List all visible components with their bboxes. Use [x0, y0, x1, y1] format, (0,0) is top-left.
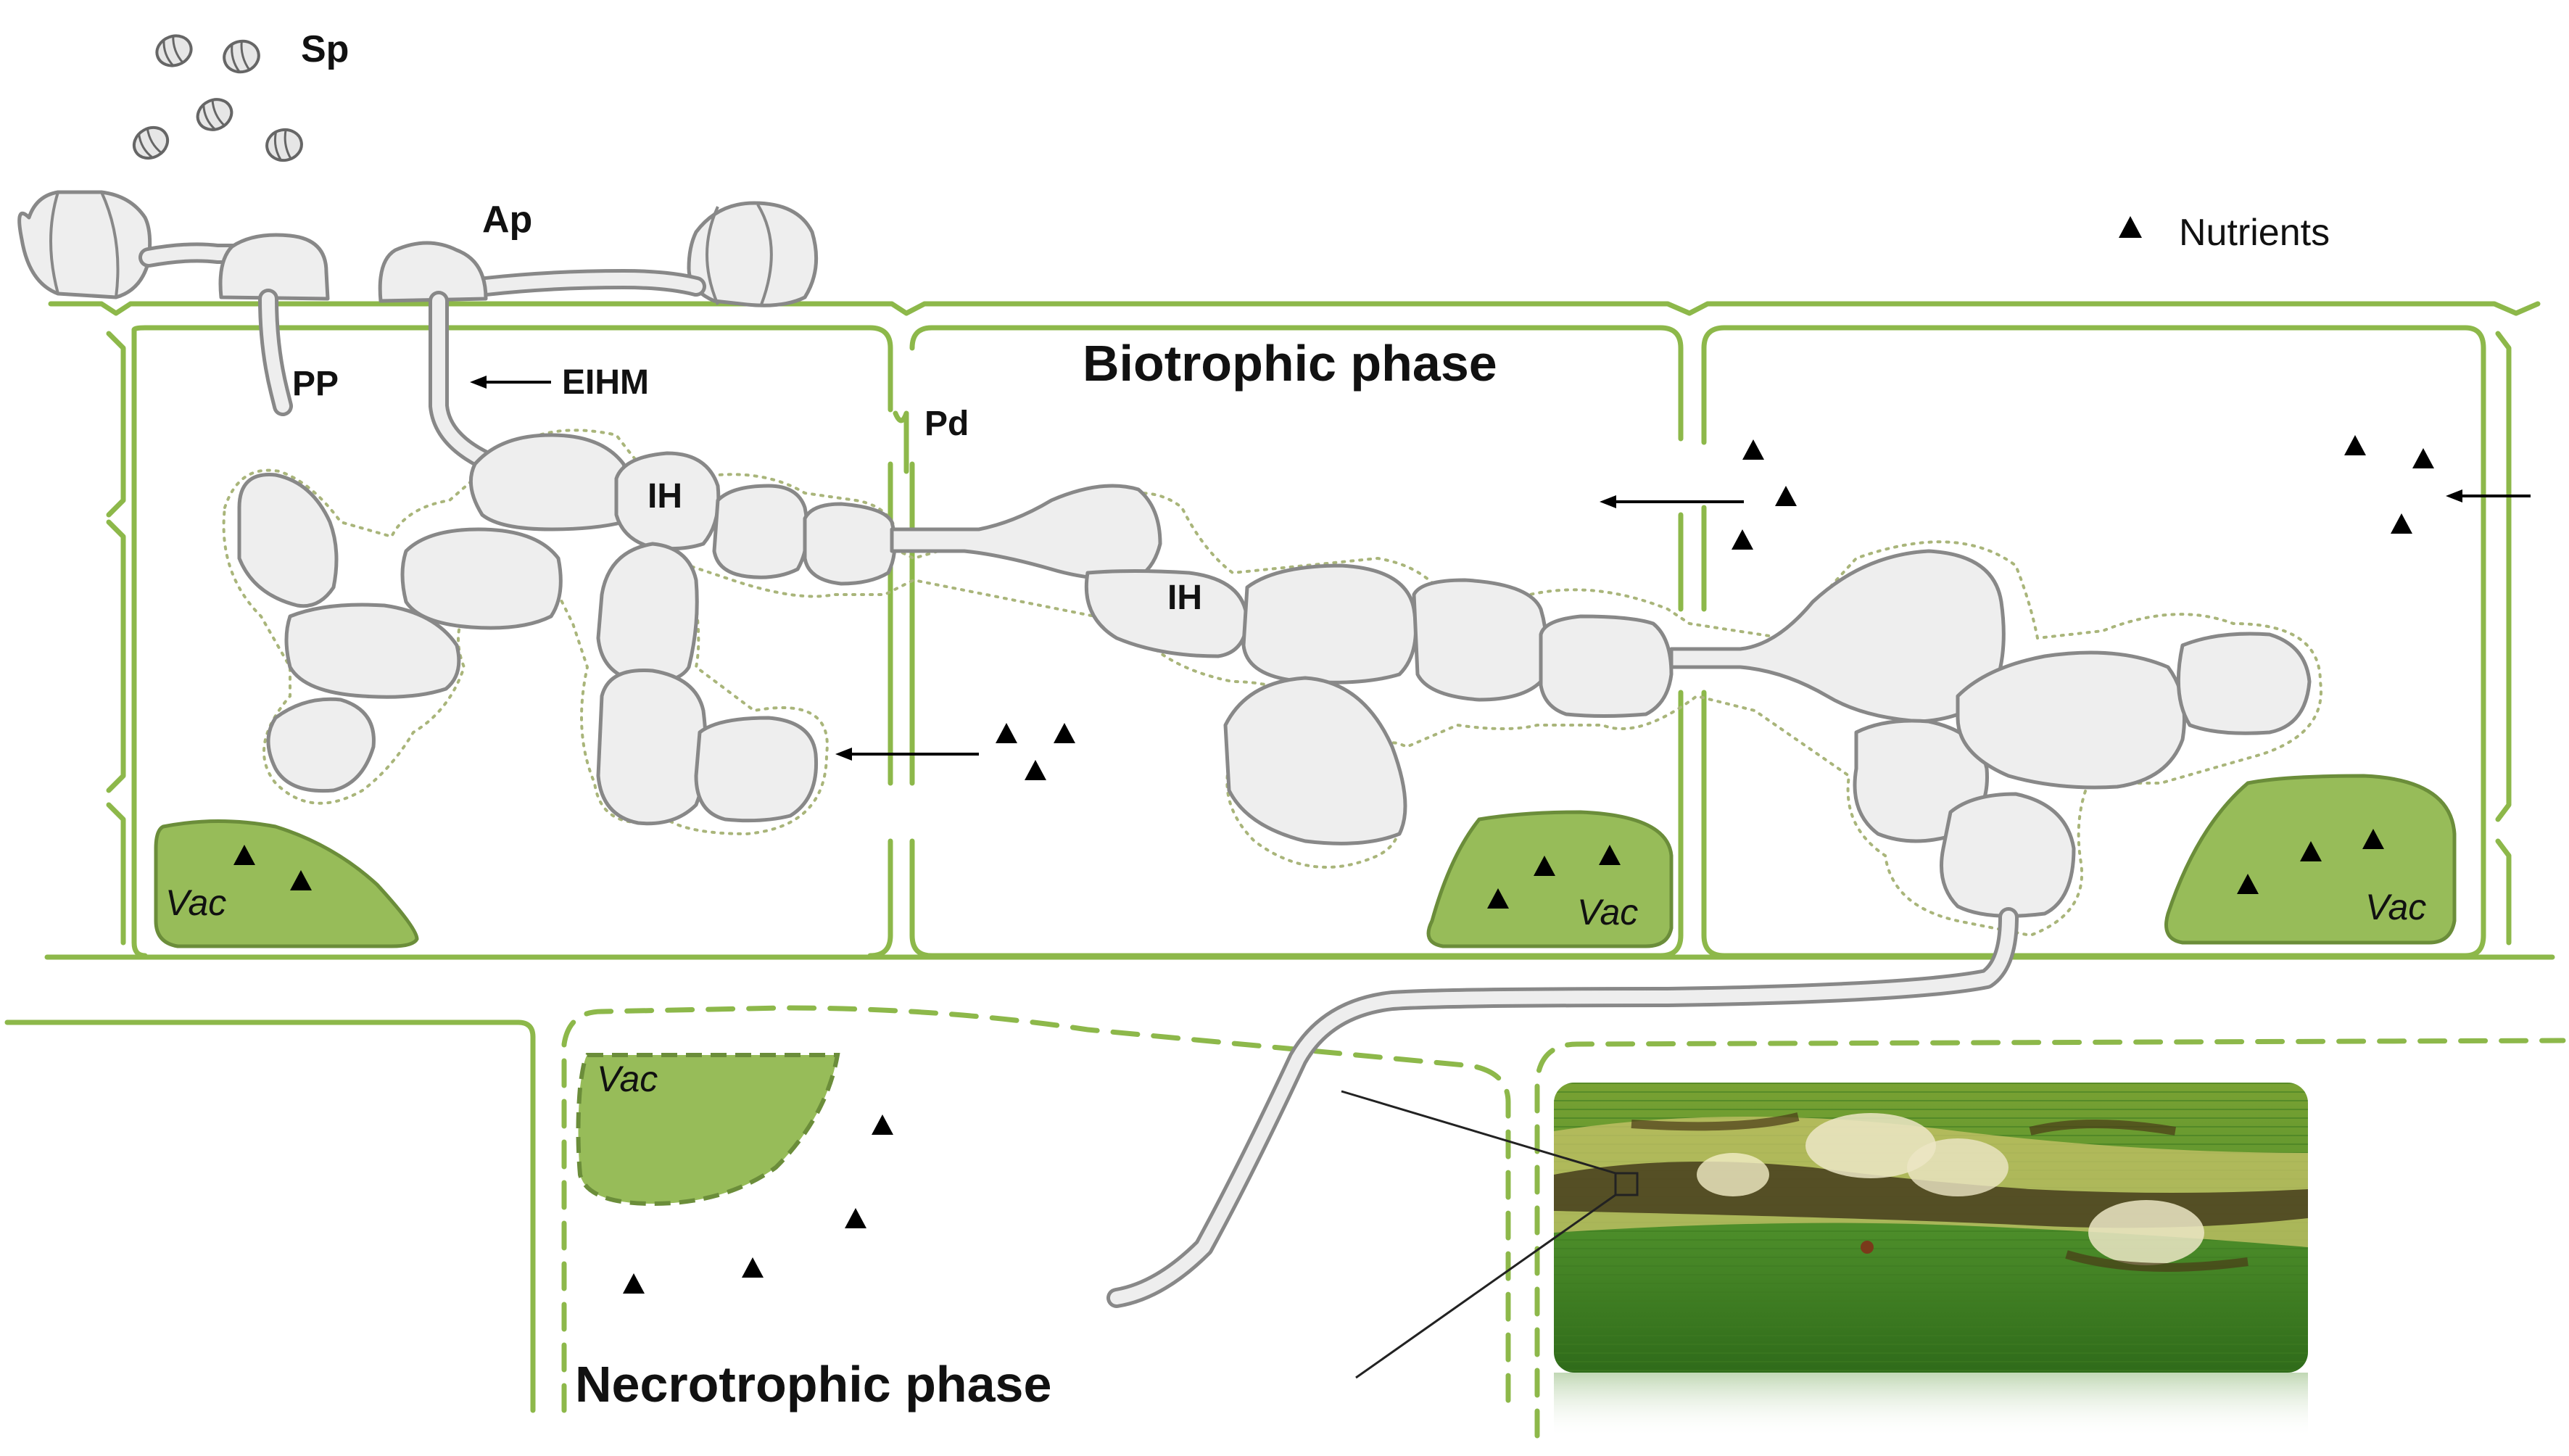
black-triangle-icon: [1732, 529, 1753, 550]
cell-3: [1701, 325, 2486, 959]
necrotrophic-cell-walls: [4, 1005, 2566, 1439]
label-spores: Sp: [301, 28, 349, 70]
legend-triangle-icon: [2119, 216, 2142, 238]
black-triangle-icon: [1025, 760, 1046, 780]
diagram-labels: Sp Ap PP EIHM Pd IH IH Biotrophic phase …: [165, 28, 2426, 1412]
black-triangle-icon: [872, 1114, 893, 1135]
appressorium-left: [218, 233, 330, 301]
appressorium-ap: [378, 241, 488, 303]
label-plasmodesma: Pd: [924, 405, 969, 443]
black-triangle-icon: [1487, 888, 1509, 909]
label-vac-4: Vac: [597, 1059, 658, 1099]
spore-icon: [132, 125, 170, 160]
spores: [132, 34, 303, 162]
black-triangle-icon: [1742, 439, 1764, 460]
cell-2: [909, 325, 1684, 442]
black-triangle-icon: [233, 845, 255, 865]
black-triangle-icon: [2237, 874, 2259, 894]
black-triangle-icon: [845, 1208, 866, 1228]
vacuoles: [154, 774, 2457, 1207]
black-triangle-icon: [2391, 513, 2412, 534]
spore-icon: [223, 39, 260, 74]
fungal-hyphae: [17, 190, 2312, 1308]
cell-1: [131, 325, 893, 413]
black-triangle-icon: [1599, 845, 1621, 865]
infected-leaf-photo: [1554, 1083, 2308, 1438]
germinating-conidium-right: [476, 201, 819, 307]
nutrients: [233, 435, 2434, 1294]
label-biotrophic-phase: Biotrophic phase: [1083, 335, 1497, 392]
label-vac-3: Vac: [2365, 887, 2426, 927]
germinating-conidium-left: [17, 190, 249, 299]
nutrient-flow-arrows: [470, 376, 2531, 761]
vacuole-cell-2: [1426, 810, 1674, 948]
label-vac-2: Vac: [1577, 892, 1638, 932]
spore-icon: [265, 128, 303, 162]
label-penetration-peg: PP: [292, 365, 339, 403]
label-ih-1: IH: [648, 477, 682, 516]
black-triangle-icon: [623, 1273, 645, 1294]
spore-icon: [155, 34, 193, 67]
zoom-box: [1614, 1172, 1639, 1196]
black-triangle-icon: [2300, 841, 2322, 861]
black-triangle-icon: [742, 1257, 764, 1278]
label-necrotrophic-phase: Necrotrophic phase: [575, 1356, 1051, 1412]
black-triangle-icon: [2412, 448, 2434, 468]
spore-icon: [196, 98, 233, 131]
vacuole-cell-1: [154, 819, 419, 948]
label-ih-2: IH: [1167, 579, 1202, 617]
label-vac-1: Vac: [165, 882, 226, 923]
black-triangle-icon: [1534, 856, 1555, 876]
black-triangle-icon: [2344, 435, 2366, 455]
black-triangle-icon: [1054, 723, 1075, 743]
vacuole-necrotrophic: [576, 1053, 840, 1207]
label-appressorium: Ap: [482, 199, 532, 241]
label-eihm: EIHM: [562, 363, 649, 402]
black-triangle-icon: [290, 870, 312, 890]
black-triangle-icon: [1775, 486, 1797, 506]
legend-nutrients: Nutrients: [2179, 212, 2330, 254]
epidermal-cell-walls: [44, 301, 2555, 960]
black-triangle-icon: [2362, 829, 2384, 849]
black-triangle-icon: [996, 723, 1017, 743]
